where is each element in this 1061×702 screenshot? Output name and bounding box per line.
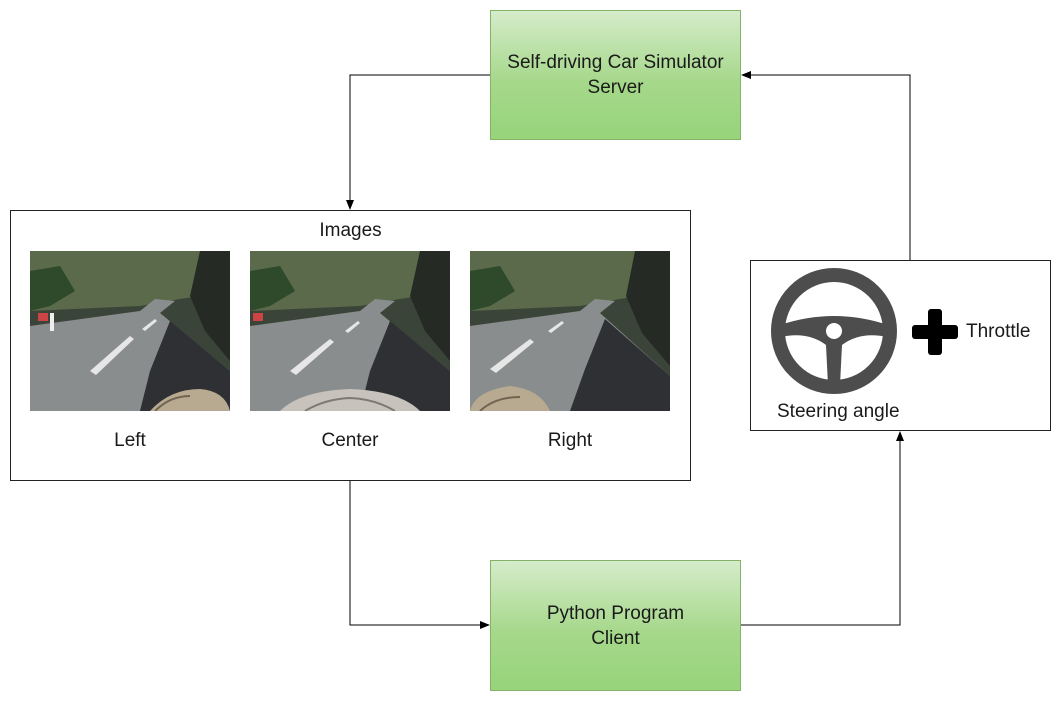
images-panel: Images Left xyxy=(10,210,691,481)
controls-panel: Throttle Steering angle xyxy=(750,260,1051,431)
steering-angle-label: Steering angle xyxy=(777,401,900,422)
arrow-server-to-images xyxy=(346,74,490,210)
python-client-box: Python Program Client xyxy=(490,560,741,691)
simulator-server-box: Self-driving Car Simulator Server xyxy=(490,10,741,140)
simulator-server-label: Self-driving Car Simulator Server xyxy=(507,52,724,98)
camera-label-center: Center xyxy=(321,430,379,451)
camera-image-right xyxy=(470,251,670,411)
arrow-client-to-controls xyxy=(741,431,904,626)
arrow-images-to-client xyxy=(349,481,490,629)
throttle-label: Throttle xyxy=(966,321,1031,342)
arrow-controls-to-server xyxy=(741,71,911,260)
road-scene-right xyxy=(470,251,670,411)
camera-label-left: Left xyxy=(114,430,146,451)
images-title: Images xyxy=(319,220,382,241)
python-client-label: Python Program Client xyxy=(546,602,685,649)
camera-image-left xyxy=(30,251,230,411)
road-scene-center xyxy=(250,251,450,411)
road-scene-left xyxy=(30,251,230,411)
steering-wheel-icon xyxy=(771,268,897,394)
camera-image-center xyxy=(250,251,450,411)
camera-label-right: Right xyxy=(547,430,593,451)
plus-icon xyxy=(912,309,958,355)
